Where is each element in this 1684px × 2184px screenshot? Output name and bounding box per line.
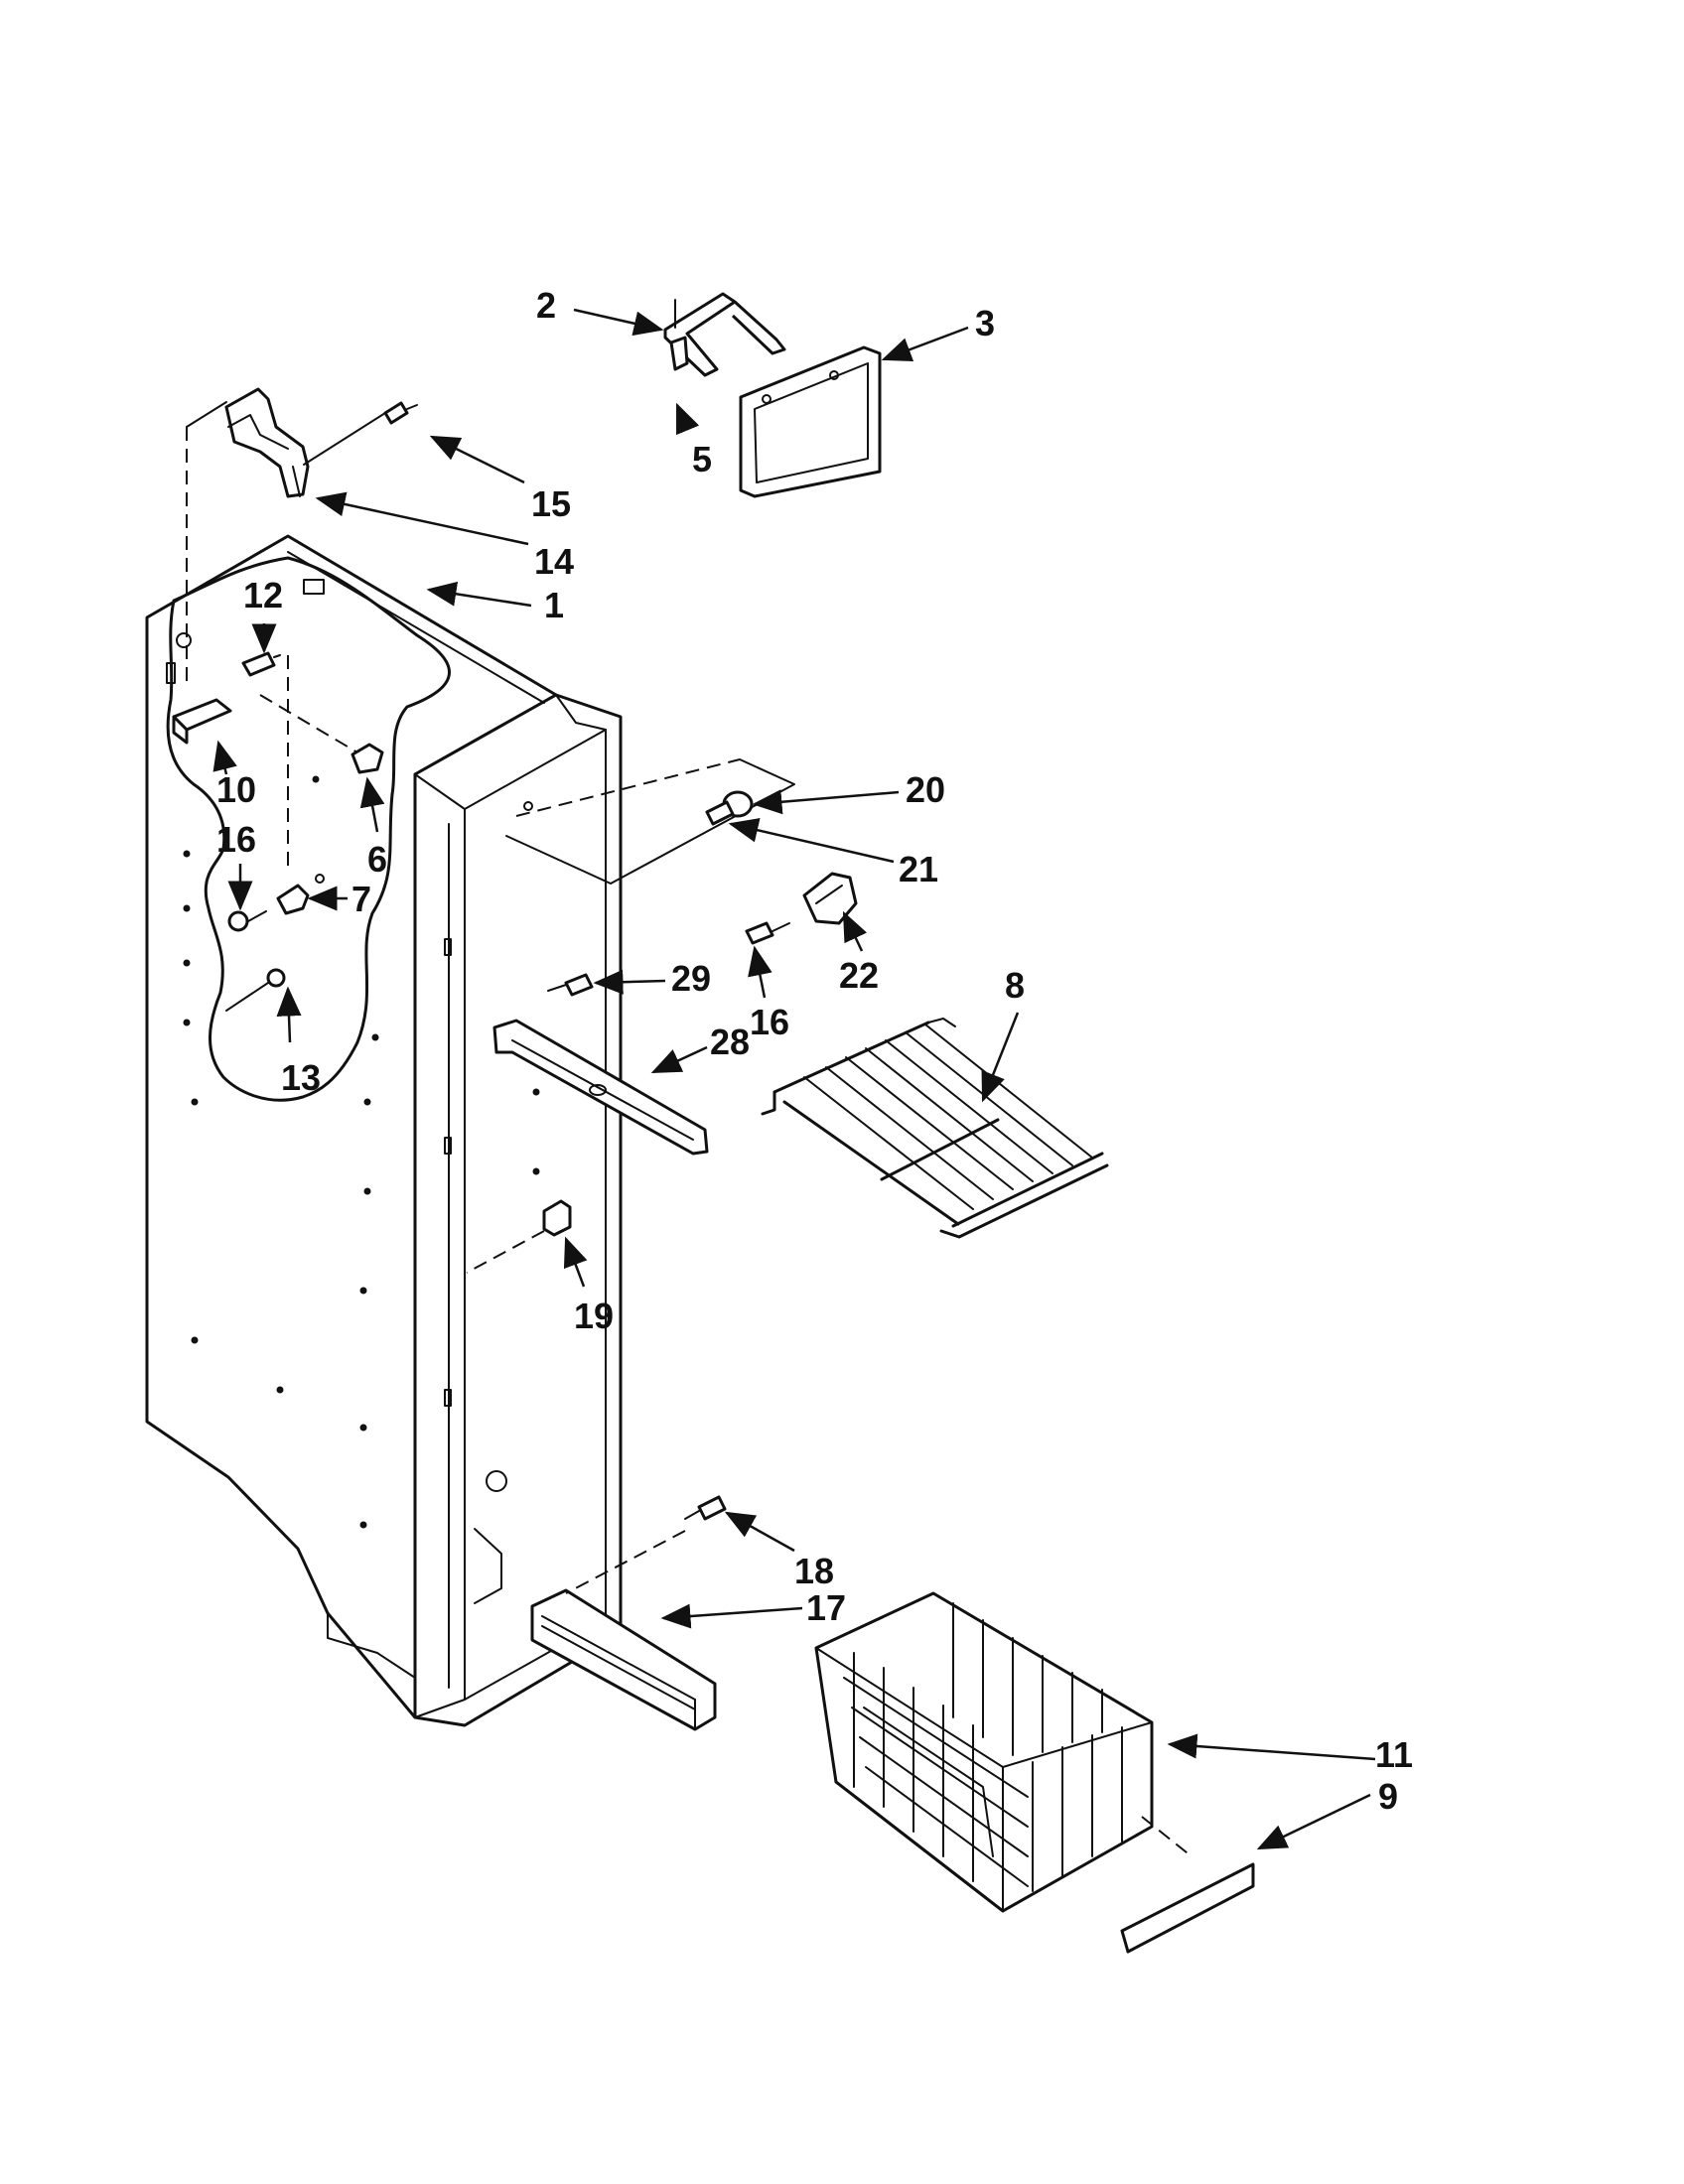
grille-17 [530,1588,717,1731]
switch-19 [542,1199,572,1237]
callout-20: 20 [906,769,945,810]
sensor-7 [276,874,325,915]
callout-17: 17 [806,1587,846,1628]
hinge-bracket [224,387,310,498]
callout-3: 3 [975,303,995,343]
callout-6: 6 [367,839,387,880]
screw-18 [684,1495,727,1521]
screw-16-left [227,910,267,932]
wire-basket-11 [814,1591,1154,1913]
callout-18: 18 [794,1551,834,1591]
callout-labels: 1 2 3 5 6 7 8 9 10 11 12 13 14 15 16 16 … [216,285,1413,1817]
callout-16-right: 16 [750,1002,789,1042]
callout-15: 15 [531,483,571,524]
rail-28 [492,1019,709,1156]
handle-9 [1120,1862,1255,1954]
bracket-10 [172,698,232,745]
callout-5: 5 [692,439,712,479]
callout-29: 29 [671,958,711,999]
bracket-22 [802,872,858,925]
callout-16-left: 16 [216,819,256,860]
callout-21: 21 [899,849,938,889]
wire-shelf-8 [761,1018,1109,1239]
screw-12 [241,651,281,677]
callout-12: 12 [243,575,283,615]
screw-5 [669,336,689,371]
callout-10: 10 [216,769,256,810]
callout-14: 14 [534,541,574,582]
callout-7: 7 [351,879,371,919]
callout-28: 28 [710,1022,750,1062]
callout-2: 2 [536,285,556,326]
callout-13: 13 [281,1057,321,1098]
callout-11: 11 [1375,1734,1413,1775]
callout-19: 19 [574,1296,614,1336]
callout-9: 9 [1378,1776,1398,1817]
plug-13 [225,968,286,1012]
clip-6 [351,743,384,774]
panel-3 [739,345,882,498]
screw-29 [547,973,594,997]
screw-15 [303,401,418,466]
screw-16-right [745,921,790,945]
callout-1: 1 [544,585,564,625]
callout-8: 8 [1005,965,1025,1006]
callout-22: 22 [839,955,879,996]
screw-21 [705,800,735,826]
leader-lines [212,308,1376,1850]
